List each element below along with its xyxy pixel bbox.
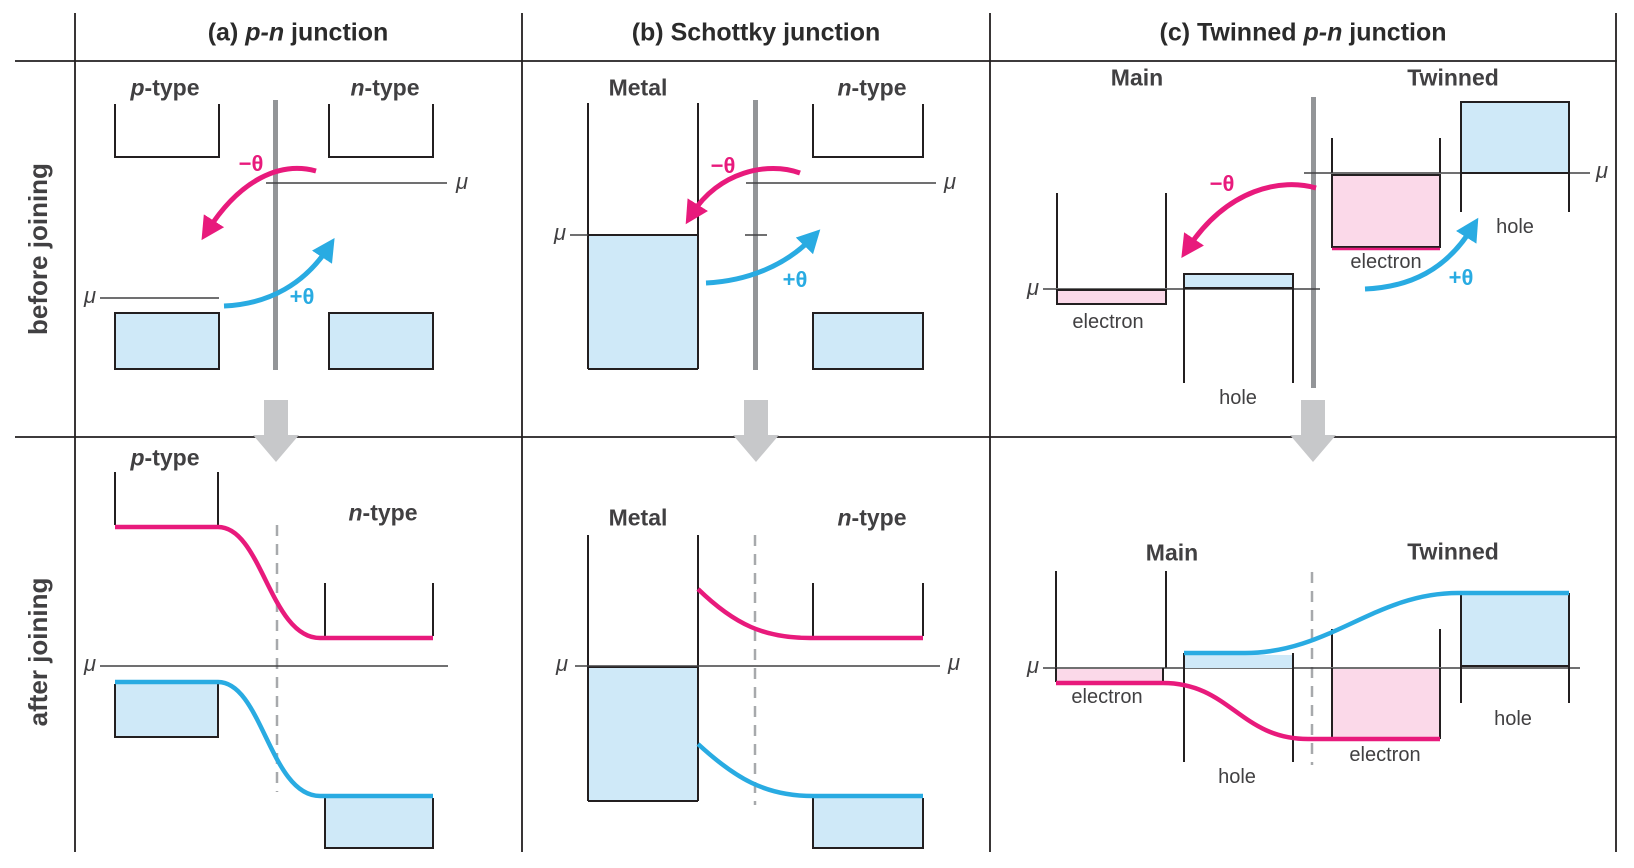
material-label-n-type: n-type [348,499,418,526]
row-label-before-joining: before joining [23,163,53,335]
hole-transfer-label: +θ [782,267,808,292]
conduction-band-bracket-p [114,104,220,158]
valence-band-bending-curve [115,679,433,799]
valence-box-outline-p [114,684,219,738]
junction-interface-bar [273,100,278,370]
mu-label: μ [1026,653,1039,678]
panel-c-title-suffix: junction [1342,18,1447,47]
carrier-label-hole-twin: hole [1494,708,1532,730]
conduction-band-bracket-n [812,104,924,158]
mu-label-metal: μ [553,220,566,245]
carrier-label-hole-twin: hole [1496,216,1534,238]
material-label-metal: Metal [608,504,668,531]
valence-fill-n [326,798,433,848]
material-label-twinned: Twinned [1407,64,1499,91]
hole-transfer-label: +θ [289,284,315,309]
panel-a-title-italic: p-n [245,18,285,47]
electron-transfer-arrow [201,165,317,241]
panel-c-title-prefix: (c) Twinned [1159,18,1304,47]
panel-a-title-suffix: junction [284,18,389,47]
hole-pocket-main [1183,273,1294,289]
junction-interface-bar [1311,97,1316,388]
panel-b-before [570,100,936,370]
material-label-p-type: p-type [130,444,200,471]
electron-pocket-twin [1331,174,1441,248]
panel-a-title-prefix: (a) [207,18,246,47]
hole-transfer-arrow [1364,217,1479,292]
mu-label-n: μ [944,169,957,194]
material-label-main: Main [1145,539,1199,566]
hole-pocket-twin [1460,101,1570,174]
material-label-n-type: n-type [837,74,907,101]
hole-transfer-arrow [705,229,821,286]
material-label-twinned: Twinned [1407,538,1499,565]
conduction-band-bending-curve [696,587,923,641]
material-label-p-type: p-type [130,74,200,101]
electron-pocket-main [1056,289,1167,305]
material-label-main: Main [1110,64,1164,91]
electron-pocket-main [1056,669,1163,682]
conduction-band-bending-curve [115,524,433,641]
down-arrow-b [733,400,779,462]
mu-label: μ [83,651,96,676]
material-label-metal: Metal [608,74,668,101]
hole-transfer-label: +θ [1448,265,1474,290]
valence-band-box-n [328,312,434,370]
electron-transfer-label: −θ [710,153,736,178]
panel-c-title: (c) Twinned p-n junction [1159,18,1447,47]
row-label-after-joining: after joining [23,577,53,727]
mu-label-main: μ [1026,275,1039,300]
mu-label-metal: μ [555,651,568,676]
panel-a-before [100,100,447,370]
conduction-band-bracket-n [328,104,434,158]
valence-fill-p [116,684,218,737]
electron-transfer-arrow [1181,182,1317,258]
electron-transfer-label: −θ [238,151,264,176]
carrier-label-electron-main: electron [1072,311,1144,333]
electron-pocket-twin [1332,669,1440,739]
valence-box-outline-n [324,798,434,849]
material-label-n-type: n-type [350,74,420,101]
mu-label-n: μ [948,650,961,675]
valence-box-outline-n [812,798,924,849]
hole-pocket-main [1184,655,1293,668]
hole-transfer-arrow [223,237,335,309]
mu-label-p: μ [83,283,96,308]
electron-transfer-label: −θ [1209,171,1235,196]
panel-b-title: (b) Schottky junction [631,18,881,47]
metal-filled-states [589,236,697,369]
carrier-label-electron-twin: electron [1350,251,1422,273]
carrier-label-hole-main: hole [1218,766,1256,788]
valence-fill-n [814,798,922,848]
carrier-label-hole-main: hole [1219,387,1257,409]
panel-c-after [1043,571,1580,765]
down-arrow-a [253,400,299,462]
hole-pocket-twin [1461,595,1569,666]
carrier-label-electron-main: electron [1071,686,1143,708]
panel-b-after [575,535,940,849]
panel-a-title: (a) p-n junction [207,18,389,47]
hole-band-bending-curve [1184,590,1569,656]
valence-band-bending-curve [696,742,923,799]
row-transition-arrows [253,400,1336,462]
mu-label-n: μ [456,169,469,194]
valence-band-box-n [812,312,924,370]
electron-band-bending-curve [1056,680,1440,742]
mu-label-twinned: μ [1596,158,1609,183]
panel-c-before [1043,97,1590,388]
electron-transfer-arrow [685,165,801,225]
down-arrow-c [1290,400,1336,462]
metal-filled-states [589,668,697,801]
carrier-label-electron-twin: electron [1349,744,1421,766]
panel-a-after [100,472,448,849]
panel-b-title-prefix: (b) Schottky junction [631,18,881,47]
valence-band-box-p [114,312,220,370]
material-label-n-type: n-type [837,504,907,531]
panel-c-title-italic: p-n [1303,18,1343,47]
